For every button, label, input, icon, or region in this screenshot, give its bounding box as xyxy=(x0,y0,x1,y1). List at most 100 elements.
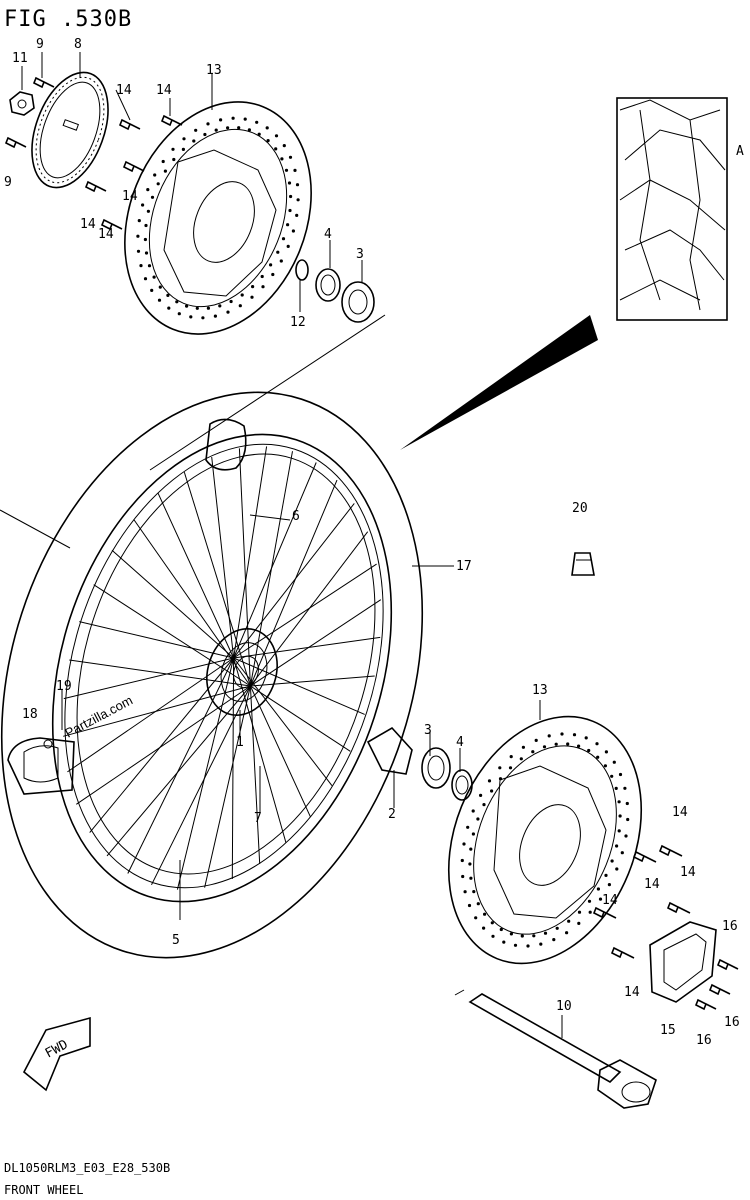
disc-hole xyxy=(467,903,472,908)
disc-hole xyxy=(565,931,569,935)
disc-hole xyxy=(468,862,472,866)
disc-hole xyxy=(584,736,588,740)
disc-hole xyxy=(167,306,171,310)
disc-hole xyxy=(185,304,189,308)
brake-disc-upper xyxy=(124,101,312,335)
callout-20: 20 xyxy=(572,501,588,516)
callout-16: 16 xyxy=(724,1015,740,1030)
callout-14: 14 xyxy=(122,189,138,204)
disc-hole xyxy=(624,834,628,838)
disc-hole xyxy=(291,229,295,233)
disc-hole xyxy=(161,159,165,164)
spoke xyxy=(157,492,235,659)
disc-hole xyxy=(146,209,150,213)
disc-hole xyxy=(508,766,513,770)
bearing-upper xyxy=(295,259,375,323)
spoke xyxy=(204,685,251,888)
disc-hole xyxy=(542,745,547,749)
disc-hole xyxy=(136,234,140,238)
callout-16: 16 xyxy=(722,919,738,934)
disc-hole xyxy=(146,188,150,192)
callout-4: 4 xyxy=(456,735,464,750)
bolt-icon xyxy=(592,844,739,1011)
disc-hole xyxy=(498,777,503,781)
disc-hole xyxy=(289,194,293,199)
disc-hole xyxy=(266,139,270,143)
disc-hole xyxy=(296,198,300,202)
figure-caption: FRONT WHEEL xyxy=(4,1183,83,1197)
disc-hole xyxy=(157,298,162,302)
disc-hole xyxy=(552,938,556,942)
disc-hole xyxy=(587,899,592,903)
disc-hole xyxy=(479,793,483,798)
disc-hole xyxy=(469,876,473,880)
disc-hole xyxy=(491,934,495,938)
disc-hole xyxy=(604,873,608,878)
disc-hole xyxy=(286,244,290,248)
wheel-assembly xyxy=(0,391,424,959)
disc-hole xyxy=(219,118,223,122)
tire-tread-detail xyxy=(616,97,728,321)
disc-hole xyxy=(156,182,160,186)
disc-hole xyxy=(490,921,494,925)
disc-hole xyxy=(206,306,210,310)
disc-hole xyxy=(519,757,523,761)
disc-hole xyxy=(577,744,581,748)
callout-9: 9 xyxy=(36,37,44,52)
callout-3: 3 xyxy=(356,247,364,262)
spoke xyxy=(250,599,382,687)
callout-14: 14 xyxy=(156,83,172,98)
disc-hole xyxy=(189,315,193,319)
disc-hole xyxy=(286,223,290,227)
disc-hole xyxy=(271,272,275,277)
detail-marker: A xyxy=(736,144,744,159)
disc-hole xyxy=(143,277,148,281)
disc-hole xyxy=(543,931,548,935)
disc-hole xyxy=(144,251,149,255)
callout-14: 14 xyxy=(602,893,618,908)
disc-hole xyxy=(476,817,480,821)
callout-14: 14 xyxy=(624,985,640,1000)
spoke xyxy=(151,685,251,886)
disc-hole xyxy=(295,213,299,217)
disc-hole xyxy=(596,887,601,891)
spoke xyxy=(231,657,235,880)
disc-hole xyxy=(482,803,486,807)
disc-hole xyxy=(499,927,503,932)
disc-hole xyxy=(490,789,494,793)
disc-hole xyxy=(604,750,609,754)
spoke xyxy=(67,657,234,773)
callout-15: 15 xyxy=(660,1023,676,1038)
disc-hole xyxy=(171,147,175,151)
disc-hole xyxy=(567,919,571,923)
disc-hole xyxy=(509,755,513,759)
callout-7: 7 xyxy=(254,811,262,826)
disc-hole xyxy=(240,293,244,297)
spoke xyxy=(233,636,381,659)
forward-direction-icon: FWD xyxy=(22,1016,91,1092)
disc-hole xyxy=(623,786,627,790)
disc-hole xyxy=(625,801,629,806)
disc-hole xyxy=(554,742,558,746)
disc-hole xyxy=(181,147,185,151)
disc-hole xyxy=(577,910,582,914)
disc-hole xyxy=(487,779,492,783)
disc-hole xyxy=(577,921,581,926)
spoke xyxy=(106,685,251,857)
spoke xyxy=(89,657,234,833)
disc-hole xyxy=(201,316,205,320)
callout-4: 4 xyxy=(324,227,332,242)
disc-hole xyxy=(279,259,283,263)
disc-hole xyxy=(213,314,217,318)
disc-hole xyxy=(250,295,254,299)
disc-hole xyxy=(526,944,530,948)
disc-hole xyxy=(276,250,280,254)
disc-hole xyxy=(243,117,247,121)
disc-hole xyxy=(182,137,186,141)
front-axle xyxy=(454,989,657,1109)
callout-2: 2 xyxy=(388,807,396,822)
disc-hole xyxy=(288,155,293,159)
disc-hole xyxy=(474,916,478,920)
spoke xyxy=(249,685,261,864)
disc-hole xyxy=(471,809,475,813)
